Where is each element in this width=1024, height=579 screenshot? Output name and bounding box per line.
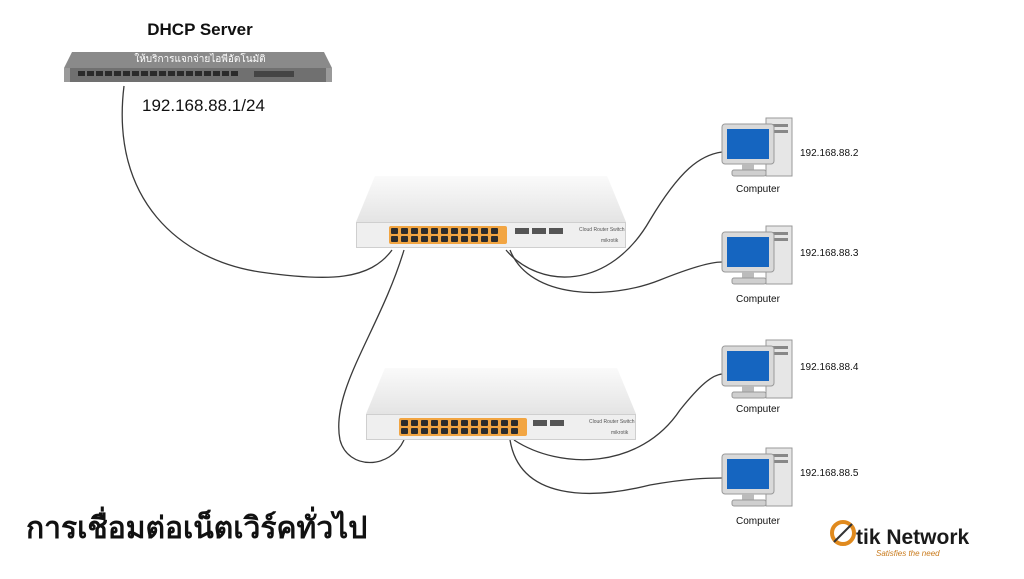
switch-port bbox=[491, 228, 498, 234]
switch-port bbox=[411, 236, 418, 242]
switch-port bbox=[471, 428, 478, 434]
computer-icon bbox=[721, 339, 793, 399]
switch-port bbox=[421, 228, 428, 234]
switch-port bbox=[491, 428, 498, 434]
switch-2-ports bbox=[399, 418, 527, 436]
computer-icon bbox=[721, 117, 793, 177]
computer-2-ip: 192.168.88.3 bbox=[800, 248, 859, 259]
computer-1: 192.168.88.2 Computer bbox=[720, 116, 870, 196]
diagram-caption: การเชื่อมต่อเน็ตเวิร์คทั่วไป bbox=[26, 512, 368, 545]
switch-port bbox=[511, 420, 518, 426]
switch-port bbox=[471, 236, 478, 242]
switch-port bbox=[481, 428, 488, 434]
switch-port bbox=[441, 236, 448, 242]
switch-port bbox=[421, 236, 428, 242]
switch-port bbox=[401, 428, 408, 434]
switch-1-brand: mikrotik bbox=[601, 238, 619, 244]
switch-port bbox=[491, 236, 498, 242]
logo-mark-icon bbox=[828, 518, 858, 548]
switch-port bbox=[501, 420, 508, 426]
cable-switch1-to-switch2 bbox=[338, 249, 405, 463]
switch-port bbox=[401, 420, 408, 426]
switch-port bbox=[441, 428, 448, 434]
switch-port bbox=[481, 420, 488, 426]
computer-3-ip: 192.168.88.4 bbox=[800, 362, 859, 373]
switch-port bbox=[391, 228, 398, 234]
computer-3: 192.168.88.4 Computer bbox=[720, 338, 870, 418]
switch-1: Cloud Router Switch mikrotik bbox=[356, 176, 626, 250]
computer-2: 192.168.88.3 Computer bbox=[720, 224, 870, 305]
computer-icon bbox=[721, 447, 793, 507]
logo-text: tik Network bbox=[856, 526, 970, 549]
switch-port bbox=[491, 420, 498, 426]
switch-port bbox=[411, 428, 418, 434]
dhcp-server-title: DHCP Server bbox=[147, 20, 253, 39]
switch-1-ports bbox=[389, 226, 507, 244]
switch-port bbox=[441, 420, 448, 426]
switch-port bbox=[461, 228, 468, 234]
switch-port bbox=[431, 228, 438, 234]
switch-2-brand: mikrotik bbox=[611, 430, 629, 436]
dhcp-ip-address: 192.168.88.1/24 bbox=[142, 96, 265, 115]
computer-1-label: Computer bbox=[736, 184, 780, 195]
switch-port bbox=[451, 236, 458, 242]
switch-port bbox=[451, 420, 458, 426]
switch-port bbox=[431, 428, 438, 434]
switch-port bbox=[411, 420, 418, 426]
computer-1-ip: 192.168.88.2 bbox=[800, 148, 859, 159]
switch-port bbox=[461, 420, 468, 426]
switch-port bbox=[421, 420, 428, 426]
switch-port bbox=[391, 236, 398, 242]
computer-3-label: Computer bbox=[736, 404, 780, 415]
switch-port bbox=[401, 228, 408, 234]
dhcp-router-device bbox=[64, 52, 332, 82]
switch-port bbox=[471, 420, 478, 426]
switch-port bbox=[511, 428, 518, 434]
switch-2: Cloud Router Switch mikrotik bbox=[366, 368, 636, 442]
switch-port bbox=[481, 236, 488, 242]
switch-2-name: Cloud Router Switch bbox=[589, 419, 635, 425]
switch-port bbox=[441, 228, 448, 234]
switch-port bbox=[471, 228, 478, 234]
switch-port bbox=[451, 428, 458, 434]
cable-switch1-to-pc1 bbox=[505, 151, 723, 278]
cable-dhcp-to-switch1 bbox=[121, 85, 393, 279]
switch-port bbox=[411, 228, 418, 234]
switch-port bbox=[421, 428, 428, 434]
computer-icon bbox=[721, 225, 793, 285]
switch-port bbox=[431, 420, 438, 426]
switch-port bbox=[461, 428, 468, 434]
switch-port bbox=[451, 228, 458, 234]
switch-port bbox=[401, 236, 408, 242]
logo-tagline: Satisfies the need bbox=[876, 549, 940, 558]
dhcp-device-label: ให้บริการแจกจ่ายไอพีอัตโนมัติ bbox=[134, 54, 266, 65]
computer-4: 192.168.88.5 Computer bbox=[720, 446, 870, 527]
cable-switch2-to-pc4 bbox=[509, 439, 723, 494]
computer-2-label: Computer bbox=[736, 294, 780, 305]
computer-4-ip: 192.168.88.5 bbox=[800, 468, 859, 479]
computer-4-label: Computer bbox=[736, 516, 780, 527]
cable-switch1-to-pc2 bbox=[509, 249, 723, 294]
switch-port bbox=[431, 236, 438, 242]
switch-port bbox=[461, 236, 468, 242]
cable-switch2-to-pc3 bbox=[513, 373, 723, 461]
switch-port bbox=[481, 228, 488, 234]
switch-port bbox=[501, 428, 508, 434]
switch-1-name: Cloud Router Switch bbox=[579, 227, 625, 233]
